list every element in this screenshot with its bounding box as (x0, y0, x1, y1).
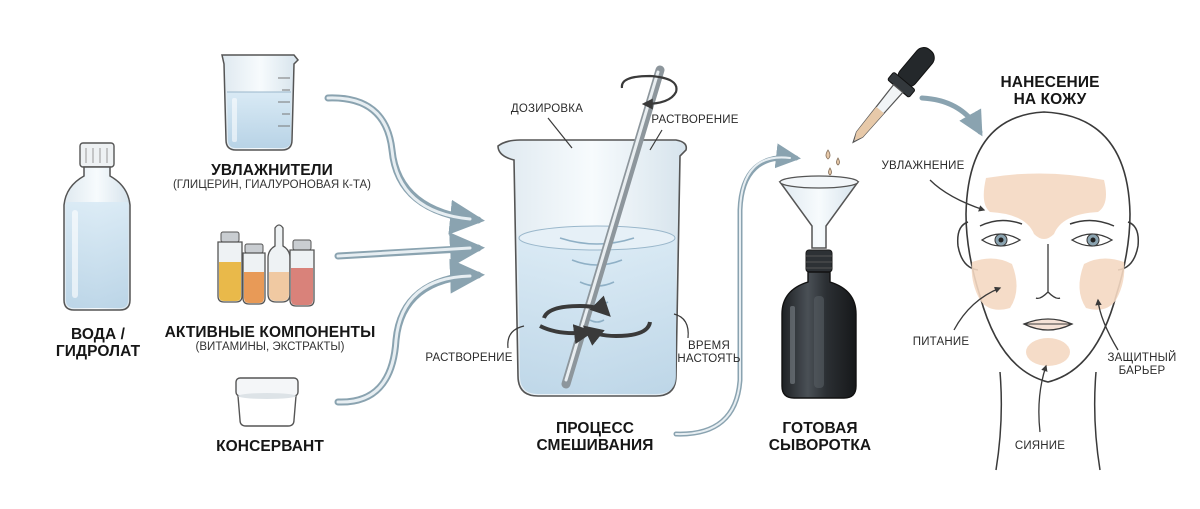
vials-icon (217, 224, 315, 307)
dropper-icon (825, 47, 935, 176)
input-arrows-inner (326, 96, 472, 404)
dissolving-left-label: РАСТВОРЕНИЕ (425, 352, 513, 364)
beaker-icon (221, 54, 300, 151)
mixing-beaker-icon (497, 65, 689, 397)
serum-title-line1: ГОТОВАЯ (782, 420, 858, 437)
water-title-line1: ВОДА / (70, 326, 126, 343)
serum-bottle-icon (781, 249, 857, 399)
mixing-title-line2: СМЕШИВАНИЯ (536, 437, 654, 455)
serum-title-line2: СЫВОРОТКА (768, 437, 872, 455)
actives-subtitle: (ВИТАМИНЫ, ЭКСТРАКТЫ) (195, 341, 345, 354)
application-title-line1: НАНЕСЕНИЕ (1000, 74, 1100, 91)
barrier-label: ЗАЩИТНЫЙ БАРЬЕР (1092, 352, 1192, 378)
flow-arrow-to-face (919, 95, 983, 137)
hydration-label: УВЛАЖНЕНИЕ (881, 160, 965, 172)
dosing-label: ДОЗИРОВКА (510, 103, 584, 115)
humectants-title: УВЛАЖНИТЕЛИ (211, 162, 333, 179)
application-title: НАНЕСЕНИЕ НА КОЖУ (990, 74, 1110, 109)
humectants-label: УВЛАЖНИТЕЛИ (ГЛИЦЕРИН, ГИАЛУРОНОВАЯ К-ТА… (162, 162, 382, 192)
infuse-time-line2: НАСТОЯТЬ (677, 352, 741, 365)
infuse-time-label: ВРЕМЯ НАСТОЯТЬ (664, 340, 754, 366)
funnel-icon (778, 175, 860, 249)
serum-title: ГОТОВАЯ СЫВОРОТКА (760, 420, 880, 455)
barrier-line1: ЗАЩИТНЫЙ (1107, 352, 1177, 364)
face-icon (956, 111, 1140, 471)
barrier-line2: БАРЬЕР (1118, 364, 1166, 377)
dissolving-top-label: РАСТВОРЕНИЕ (651, 114, 739, 126)
humectants-subtitle: (ГЛИЦЕРИН, ГИАЛУРОНОВАЯ К-ТА) (172, 179, 372, 192)
infuse-time-line1: ВРЕМЯ (688, 340, 730, 352)
radiance-label: СИЯНИЕ (1014, 440, 1066, 452)
application-title-line2: НА КОЖУ (1013, 91, 1087, 109)
mixing-title: ПРОЦЕСС СМЕШИВАНИЯ (520, 420, 670, 455)
actives-label: АКТИВНЫЕ КОМПОНЕНТЫ (ВИТАМИНЫ, ЭКСТРАКТЫ… (150, 324, 390, 354)
water-label: ВОДА / ГИДРОЛАТ (48, 326, 148, 361)
actives-title: АКТИВНЫЕ КОМПОНЕНТЫ (164, 324, 376, 341)
flow-arrow-to-serum (673, 143, 801, 437)
water-title-line2: ГИДРОЛАТ (55, 343, 141, 361)
bottle-icon (63, 142, 131, 311)
preservative-label: КОНСЕРВАНТ (216, 438, 324, 455)
mixing-title-line1: ПРОЦЕСС (555, 420, 635, 437)
face-leader-arrows (929, 179, 1119, 433)
jar-icon (235, 377, 299, 427)
nutrition-label: ПИТАНИЕ (912, 336, 970, 348)
